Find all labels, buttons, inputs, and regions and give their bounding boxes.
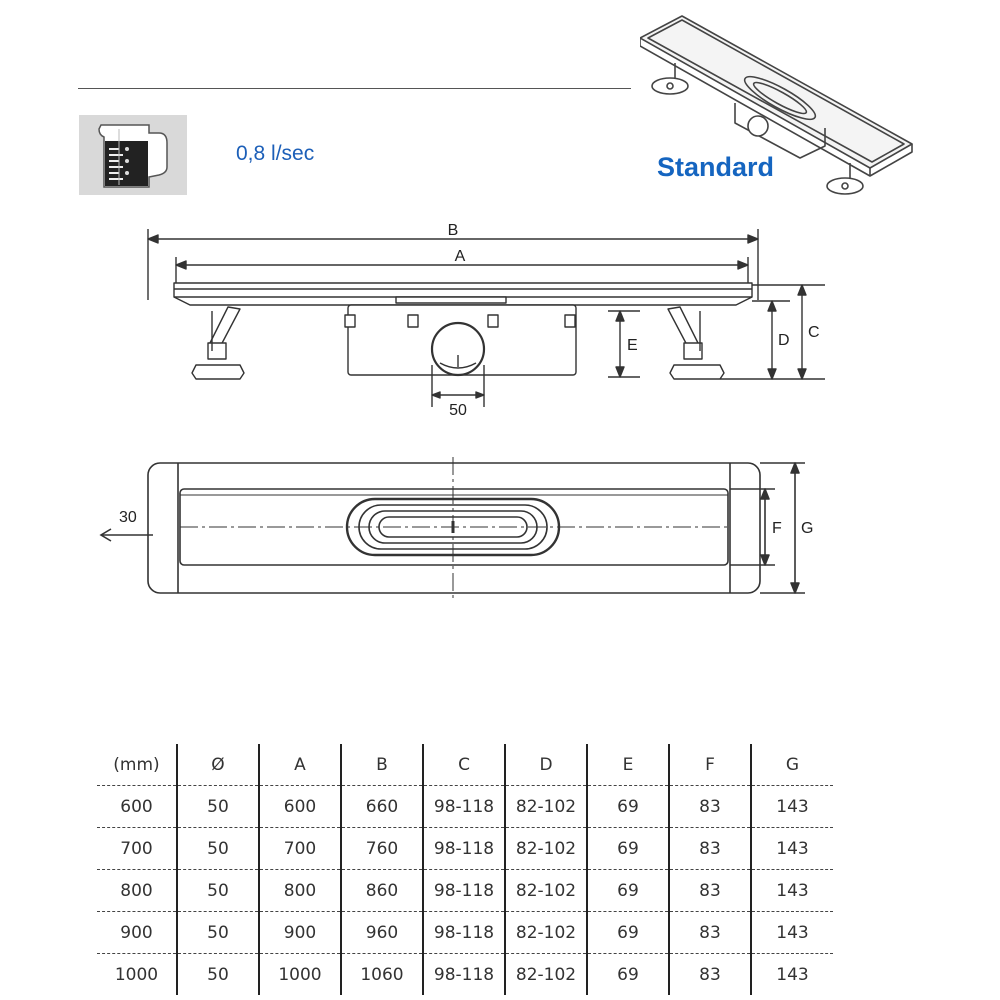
- flow-rate-text: 0,8 l/sec: [236, 142, 315, 165]
- table-cell: 82-102: [505, 827, 588, 870]
- table-cell: 1060: [341, 953, 424, 995]
- table-cell: 143: [751, 827, 833, 870]
- table-cell: 82-102: [505, 953, 588, 995]
- table-cell: 143: [751, 785, 833, 828]
- dim-label-c: C: [808, 324, 820, 341]
- table-cell: 143: [776, 964, 809, 985]
- side-view-drawing: B A 50 E D C: [140, 215, 840, 435]
- top-view-drawing: 30 F G: [95, 455, 835, 605]
- table-header-row: (mm) Ø A B C D E F G: [97, 744, 833, 786]
- table-cell: 69: [587, 911, 670, 954]
- table-cell: 50: [177, 869, 260, 912]
- table-cell: 69: [587, 869, 670, 912]
- product-isometric-drawing: [639, 8, 920, 213]
- column-header: A: [259, 744, 342, 786]
- table-cell: 700: [97, 827, 178, 870]
- table-cell: 700: [259, 827, 342, 870]
- column-header: C: [423, 744, 506, 786]
- table-cell: 760: [341, 827, 424, 870]
- dim-label-f: F: [772, 520, 782, 537]
- dim-label-outlet-diameter: 50: [449, 402, 467, 419]
- table-cell: 69: [587, 827, 670, 870]
- dim-label-d: D: [778, 332, 790, 349]
- table-row: 1000 50 1000 1060 98-118 82-102 69 83 14…: [97, 953, 833, 995]
- table-cell: 98-118: [423, 827, 506, 870]
- table-cell: 600: [259, 785, 342, 828]
- table-cell: 82-102: [505, 869, 588, 912]
- table-cell: 143: [751, 869, 833, 912]
- left-arrow-icon: [99, 528, 153, 542]
- table-cell: 82-102: [505, 911, 588, 954]
- table-cell: 800: [259, 869, 342, 912]
- table-cell: 83: [669, 953, 752, 995]
- column-header: G: [751, 744, 833, 786]
- table-cell: 50: [177, 911, 260, 954]
- table-cell: 660: [341, 785, 424, 828]
- table-cell: 600: [97, 785, 178, 828]
- table-cell: 960: [341, 911, 424, 954]
- table-cell: 50: [177, 953, 260, 995]
- dim-label-a: A: [455, 248, 466, 265]
- column-header: E: [587, 744, 670, 786]
- table-cell: 143: [751, 911, 833, 954]
- table-cell: 83: [669, 785, 752, 828]
- table-cell: 98-118: [423, 869, 506, 912]
- table-cell: 50: [177, 785, 260, 828]
- column-header: D: [505, 744, 588, 786]
- table-cell: 98-118: [423, 785, 506, 828]
- table-cell: 98-118: [423, 911, 506, 954]
- table-cell: 83: [669, 827, 752, 870]
- model-name-label: Standard: [657, 152, 775, 182]
- dim-label-e: E: [627, 337, 638, 354]
- table-cell: 98-118: [423, 953, 506, 995]
- table-cell: 50: [177, 827, 260, 870]
- table-cell: 1000: [259, 953, 342, 995]
- measuring-jug-icon: [79, 115, 187, 195]
- table-cell: 800: [97, 869, 178, 912]
- table-row: 800 50 800 860 98-118 82-102 69 83 143: [97, 869, 833, 912]
- table-cell: 860: [341, 869, 424, 912]
- table-cell: 82-102: [505, 785, 588, 828]
- table-row: 900 50 900 960 98-118 82-102 69 83 143: [97, 911, 833, 954]
- dim-label-g: G: [801, 520, 813, 537]
- header-divider: [78, 88, 631, 89]
- table-cell: 69: [587, 785, 670, 828]
- table-cell: 83: [669, 869, 752, 912]
- table-cell: 83: [669, 911, 752, 954]
- column-header: Ø: [177, 744, 260, 786]
- dimensions-table: (mm) Ø A B C D E F G 600 50 600 660 98-1…: [97, 744, 833, 995]
- dim-label-outlet-offset: 30: [119, 509, 137, 526]
- table-row: 700 50 700 760 98-118 82-102 69 83 143: [97, 827, 833, 870]
- dim-label-b: B: [448, 222, 459, 239]
- table-cell: 900: [259, 911, 342, 954]
- column-header: B: [341, 744, 424, 786]
- column-header: (mm): [97, 744, 178, 786]
- table-cell: 900: [97, 911, 178, 954]
- column-header: F: [669, 744, 752, 786]
- table-cell: 69: [587, 953, 670, 995]
- table-row: 600 50 600 660 98-118 82-102 69 83 143: [97, 785, 833, 828]
- table-cell: 1000: [97, 953, 178, 995]
